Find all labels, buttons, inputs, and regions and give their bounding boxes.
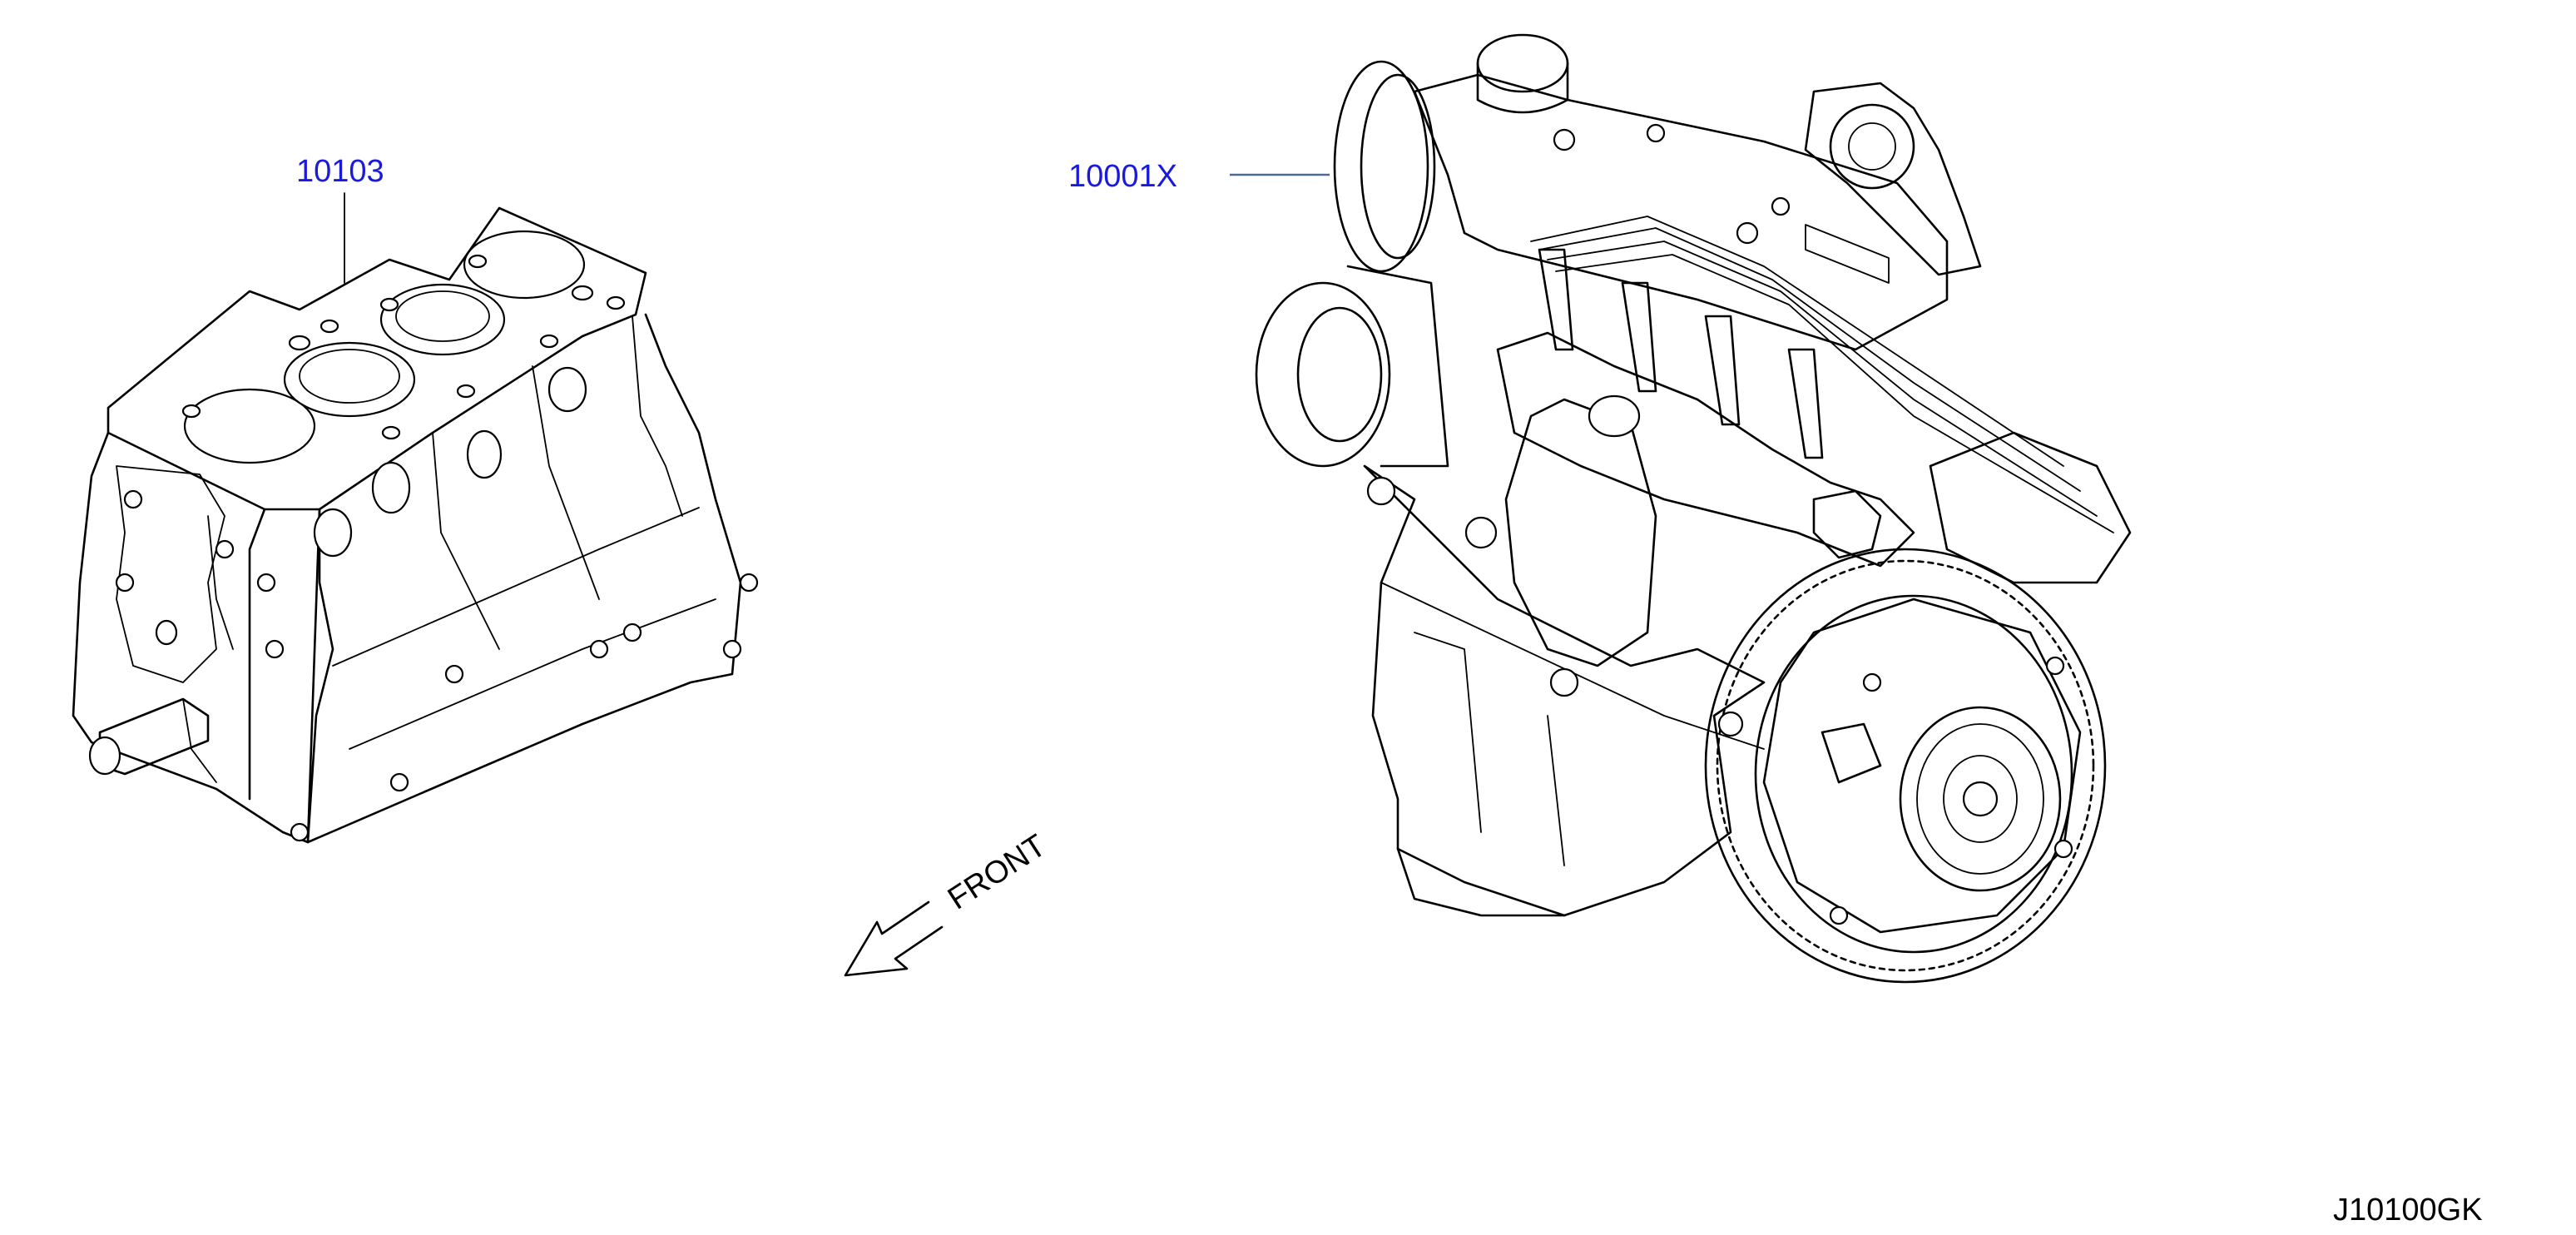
front-label: FRONT [942, 828, 1053, 917]
figure-code: J10100GK [2333, 1193, 2483, 1228]
callout-10103[interactable]: 10103 [296, 154, 384, 189]
short-block-drawing [72, 192, 759, 844]
front-direction-arrow [844, 900, 944, 977]
callout-10001x[interactable]: 10001X [1068, 159, 1177, 194]
engine-assembly-drawing [1230, 33, 2132, 984]
